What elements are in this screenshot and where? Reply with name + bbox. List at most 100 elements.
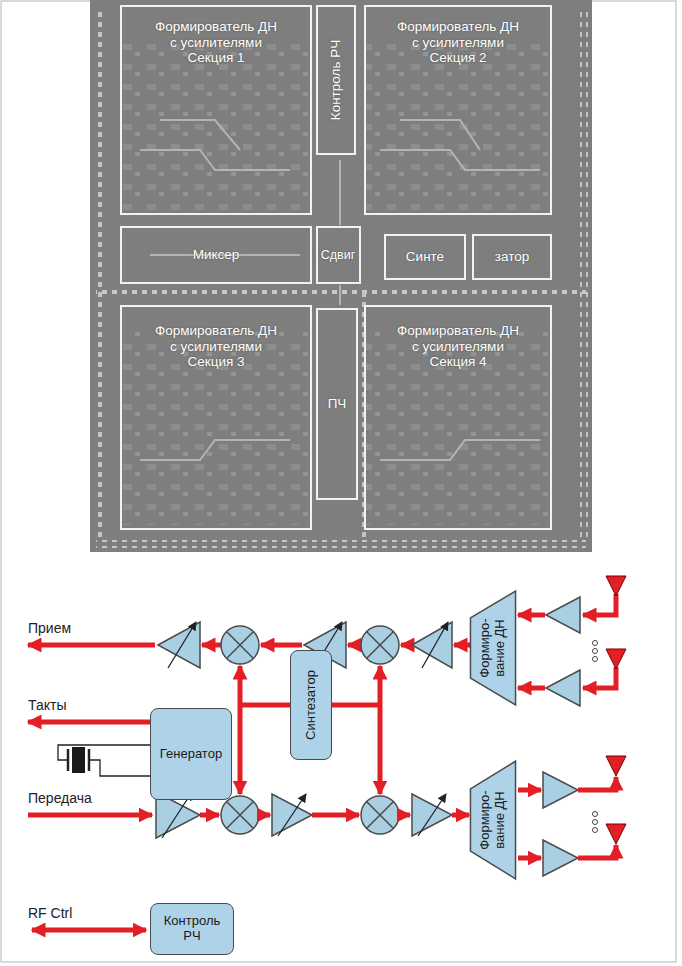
- transmit-chain-part: [227, 802, 254, 829]
- clock-and-control-part: [72, 747, 85, 773]
- chip-section: Формирователь ДН с усилителями Секция 3: [120, 305, 312, 530]
- transmit-chain-part: [606, 824, 626, 844]
- receive-chain-part: [412, 622, 452, 668]
- node-label: Контроль РЧ: [328, 40, 344, 120]
- receive-chain-part: [546, 670, 580, 706]
- lo-bus: [240, 666, 380, 794]
- receive-chain-part: [422, 622, 448, 668]
- lo-bus-part: [378, 705, 383, 794]
- transmit-chain-part: [367, 802, 394, 829]
- transmit-chain-part: [578, 845, 616, 858]
- receive-chain-part: [168, 622, 196, 668]
- transmit-chain-part: [593, 820, 598, 825]
- clock-and-control-part: [32, 928, 146, 933]
- transmit-chain-part: [518, 788, 541, 793]
- trapezoid-shape: [470, 591, 515, 705]
- transmit-chain-part: [543, 840, 578, 876]
- node-label: Контроль РЧ: [159, 914, 225, 944]
- chip-section: Формирователь ДН с усилителями Секция 1: [120, 5, 312, 215]
- control-box: Контроль РЧ: [150, 903, 234, 955]
- receive-chain-part: [348, 643, 361, 648]
- clock-and-control-part: [58, 745, 150, 776]
- node-label: Генератор: [160, 747, 222, 762]
- receive-chain-part: [227, 632, 254, 659]
- transmit-chain-part: [221, 796, 259, 834]
- clock-and-control-part: [88, 749, 91, 771]
- synthesizer-box: Синтезатор: [290, 650, 332, 760]
- chip-photo-part: [90, 0, 592, 552]
- chip-photo-part: [140, 120, 540, 460]
- transmit-chain-part: [452, 813, 469, 818]
- node-label: ПЧ: [328, 396, 347, 412]
- node-label: Формирователь ДН с усилителями Секция 3: [151, 323, 281, 370]
- transmit-chain-part: [312, 813, 359, 818]
- chip-block: ПЧ: [316, 308, 358, 500]
- chip-block: Сдвиг: [316, 226, 361, 284]
- transmit-chain-part: [593, 828, 598, 833]
- transmit-chain-part: [543, 772, 578, 808]
- clock-and-control-part: [67, 749, 70, 771]
- receive-chain-part: [158, 622, 200, 668]
- transmit-chain-part: [28, 813, 152, 818]
- node-label: Формирователь ДН с усилителями Секция 2: [393, 19, 523, 66]
- transmit-chain-part: [606, 756, 626, 776]
- chip-block: Миксер: [120, 226, 312, 284]
- transmit-chain-part: [578, 777, 616, 790]
- chip-photo-part: [122, 40, 310, 210]
- transmit-chain-part: [272, 794, 312, 836]
- chip-block: Контроль РЧ: [316, 5, 356, 155]
- transmit-chain-part: [518, 856, 541, 861]
- node-label: Сдвиг: [321, 248, 356, 262]
- signal-name: Прием: [28, 620, 71, 637]
- receive-chain-part: [401, 643, 410, 648]
- transmit-chain-part: [418, 794, 446, 836]
- node-label: Синтезатор: [304, 670, 319, 740]
- clock-and-control: [28, 722, 150, 930]
- lo-bus-part: [378, 666, 383, 705]
- receive-chain-part: [367, 632, 394, 659]
- receive-chain-part: [593, 657, 598, 662]
- node-label: Формиро- вание ДН: [478, 613, 508, 683]
- chip-section: Формирователь ДН с усилителями Секция 4: [364, 305, 552, 530]
- node-label: Миксер: [193, 247, 240, 263]
- node-label: Формиро- вание ДН: [478, 785, 508, 855]
- receive-chain-part: [606, 649, 626, 669]
- node-label: Синте: [406, 249, 444, 265]
- receive-chain-part: [261, 643, 302, 648]
- transmit-chain: [28, 756, 626, 876]
- chip-block: Синте: [384, 234, 466, 280]
- transmit-chain-part: [399, 813, 410, 818]
- node-label: Формирователь ДН с усилителями Секция 1: [151, 19, 281, 66]
- beamformer-trapezoid: Формиро- вание ДН: [470, 590, 516, 706]
- receive-chain-part: [28, 643, 155, 648]
- node-label: Формирователь ДН с усилителями Секция 4: [393, 323, 523, 370]
- receive-chain-part: [221, 626, 259, 664]
- node-label: затор: [495, 249, 529, 265]
- chip-photo-part: [94, 10, 102, 540]
- receive-chain-part: [606, 576, 626, 596]
- chip-photo-part: [96, 540, 586, 548]
- signal-name: RF Ctrl: [28, 905, 72, 922]
- chip-photo: [90, 0, 592, 552]
- receive-chain-part: [518, 686, 545, 691]
- chip-photo-part: [580, 10, 588, 540]
- transmit-chain-part: [412, 794, 452, 836]
- receive-chain-part: [518, 613, 545, 618]
- lo-bus-part: [238, 705, 243, 794]
- transmit-chain-part: [259, 813, 270, 818]
- receive-chain-part: [361, 626, 399, 664]
- transmit-chain-part: [278, 794, 306, 836]
- signal-name: Такты: [28, 697, 66, 714]
- signal-name: Передача: [28, 790, 92, 807]
- lo-bus-part: [238, 666, 243, 705]
- receive-chain-part: [454, 643, 470, 648]
- receive-chain-part: [546, 597, 580, 633]
- chip-block: затор: [472, 234, 552, 280]
- receive-chain-part: [583, 594, 616, 615]
- receive-chain-part: [202, 643, 221, 648]
- beamformer-trapezoid: Формиро- вание ДН: [470, 760, 516, 880]
